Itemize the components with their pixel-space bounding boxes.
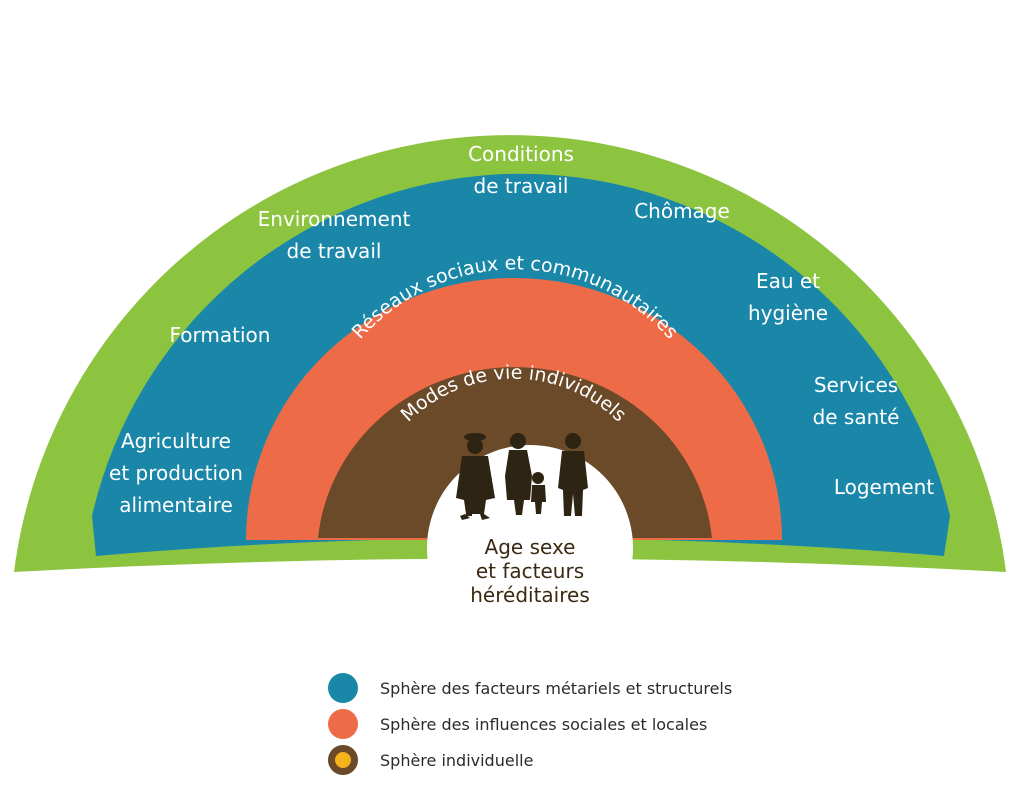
legend-label: Sphère des influences sociales et locale… — [380, 714, 708, 734]
label-line: de travail — [474, 174, 569, 198]
legend-item-structural: Sphère des facteurs métariels et structu… — [328, 670, 732, 706]
outer-arc-label: Conditions socio-économiques, culturelle… — [175, 0, 813, 126]
label-line: de santé — [813, 405, 900, 429]
structural-label-services: Services de santé — [813, 373, 900, 429]
structural-label-chomage: Chômage — [634, 199, 730, 223]
label-line: Services — [814, 373, 898, 397]
label-line: de travail — [287, 239, 382, 263]
legend-label: Sphère des facteurs métariels et structu… — [380, 678, 733, 698]
legend-label: Sphère individuelle — [380, 750, 534, 770]
structural-label-agriculture: Agriculture et production alimentaire — [109, 429, 243, 517]
family-silhouette-icon — [456, 433, 588, 520]
label-line: Eau et — [756, 269, 820, 293]
legend-dot-icon — [328, 709, 358, 739]
label-line: Formation — [170, 323, 271, 347]
legend-ring-icon — [328, 745, 358, 775]
legend-item-social: Sphère des influences sociales et locale… — [328, 706, 732, 742]
structural-label-formation: Formation — [170, 323, 271, 347]
label-line: Environnement — [258, 207, 411, 231]
legend-item-individual: Sphère individuelle — [328, 742, 732, 778]
structural-label-logement: Logement — [834, 475, 934, 499]
legend-dot-icon — [328, 673, 358, 703]
label-line: Logement — [834, 475, 934, 499]
label-line: Chômage — [634, 199, 730, 223]
label-line: hygiène — [748, 301, 828, 325]
label-line: Agriculture — [121, 429, 231, 453]
label-line: alimentaire — [119, 493, 233, 517]
core-label-line: Age sexe — [485, 535, 576, 559]
core-label-line: et facteurs — [476, 559, 584, 583]
legend: Sphère des facteurs métariels et structu… — [328, 670, 732, 778]
structural-label-environnement: Environnement de travail — [258, 207, 411, 263]
label-line: et production — [109, 461, 243, 485]
structural-label-eau: Eau et hygiène — [748, 269, 828, 325]
label-line: Conditions — [468, 142, 574, 166]
core-label-line: héréditaires — [470, 583, 589, 607]
structural-label-conditions: Conditions de travail — [468, 142, 574, 198]
